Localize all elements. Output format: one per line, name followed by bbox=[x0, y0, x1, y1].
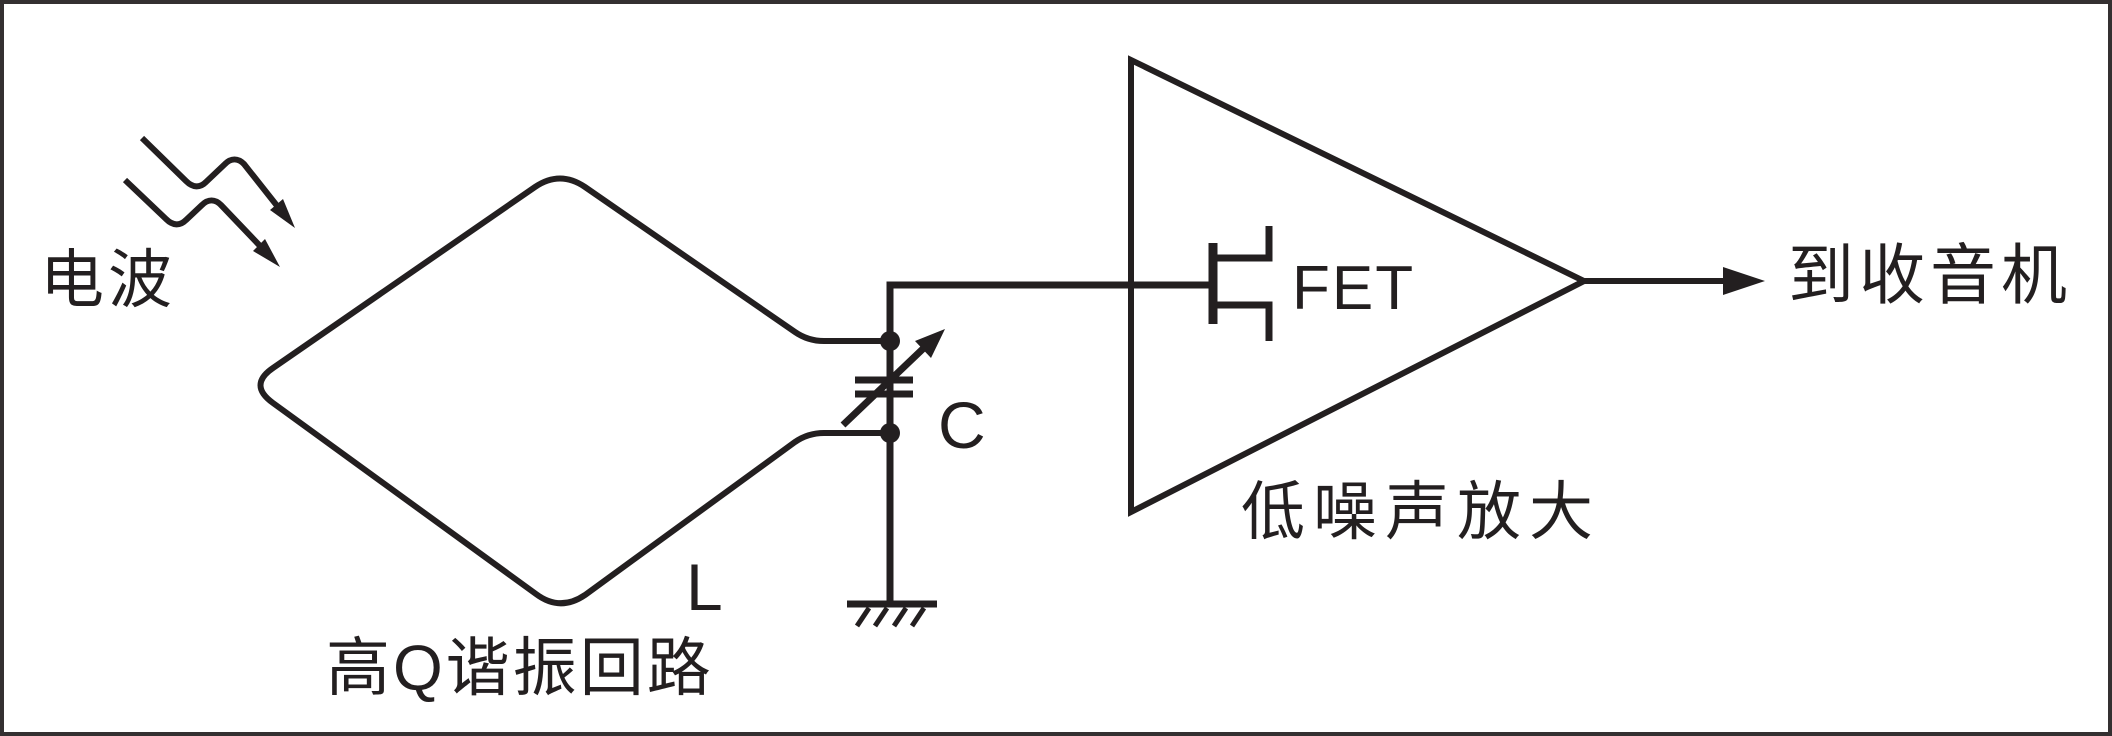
radio-wave-arrow-top-icon bbox=[139, 135, 281, 209]
output-arrowhead-icon bbox=[1723, 267, 1765, 295]
radio-wave-label: 电波 bbox=[40, 244, 176, 316]
capacitor-arrowhead-icon bbox=[915, 329, 945, 358]
junction-dot-bottom bbox=[880, 423, 900, 443]
to-receiver-label: 到收音机 bbox=[1788, 238, 2072, 312]
capacitor-label: C bbox=[938, 388, 986, 462]
ground-hatch-3 bbox=[891, 606, 909, 628]
fet-drain-lead bbox=[1217, 226, 1273, 262]
resonant-circuit-label: 高Q谐振回路 bbox=[326, 632, 714, 704]
ground-hatch-2 bbox=[872, 606, 890, 628]
inductor-label: L bbox=[686, 550, 723, 624]
fet-label: FET bbox=[1292, 254, 1416, 323]
amplifier-label: 低噪声放大 bbox=[1241, 476, 1601, 548]
radio-wave-arrow-bottom-icon bbox=[122, 177, 265, 251]
fet-source-lead bbox=[1217, 301, 1273, 341]
junction-dot-top bbox=[880, 331, 900, 351]
amplifier-triangle bbox=[1128, 55, 1591, 517]
filled-shapes-group bbox=[253, 199, 1765, 443]
radio-wave-arrowhead-top-icon bbox=[270, 199, 295, 228]
ground-hatch-1 bbox=[854, 606, 872, 628]
ground-hatch-4 bbox=[909, 606, 927, 628]
radio-wave-arrowhead-bottom-icon bbox=[253, 239, 280, 267]
capacitor-arrow-shaft bbox=[840, 341, 931, 428]
line-art-group bbox=[122, 55, 1730, 628]
loop-antenna bbox=[257, 175, 890, 607]
signal-wire bbox=[886, 281, 1212, 601]
